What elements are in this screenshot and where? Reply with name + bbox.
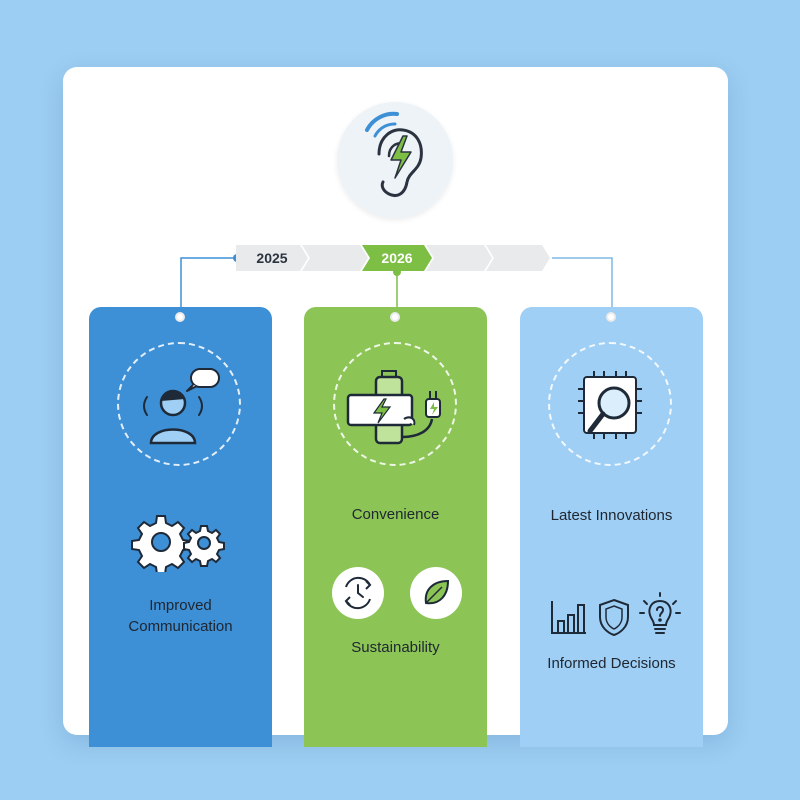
icon-ring [117,342,241,466]
label-convenience: Convenience [351,506,440,523]
gears-icon [131,515,225,572]
timeline-year-label: 2025 [256,250,288,266]
label-line: Improved [149,597,212,614]
label-latest-innovations: Latest Innovations [550,507,673,524]
leaf-icon [424,579,450,605]
lightbulb-question-icon [639,592,681,634]
timeline-bar: 2025 2026 [236,245,556,273]
ear-lightning-icon [365,111,423,197]
chip-magnifier-icon [578,371,642,439]
timeline-step-2026[interactable]: 2026 [362,245,432,271]
timeline-step-blank [486,245,550,271]
icon-ring [333,342,457,466]
label-informed-decisions: Informed Decisions [547,655,676,672]
timeline-step-blank [302,245,368,271]
icon-ring [548,342,672,466]
column-improved-communication: Improved Communication [89,307,272,747]
cycle-clock-badge [332,567,384,619]
leaf-badge [410,567,462,619]
battery-plug-icon [346,370,441,445]
column-anchor-dot [175,312,185,322]
cycle-clock-icon [344,576,372,610]
timeline-year-label: 2026 [381,250,413,266]
timeline-step-blank [426,245,492,271]
hero-ear-badge [337,102,453,218]
bar-chart-icon [551,601,586,634]
shield-icon [599,598,629,637]
label-sustainability: Sustainability [351,639,440,656]
label-line: Communication [128,618,233,635]
timeline-step-2025[interactable]: 2025 [236,245,308,271]
column-anchor-dot [390,312,400,322]
column-convenience-sustainability: Convenience Sustainability [304,307,487,747]
label-improved-communication: Improved Communication [89,595,272,637]
column-innovations-decisions: Latest Innovations Informed Decisions [520,307,703,747]
column-anchor-dot [606,312,616,322]
person-speaking-icon [143,368,220,445]
